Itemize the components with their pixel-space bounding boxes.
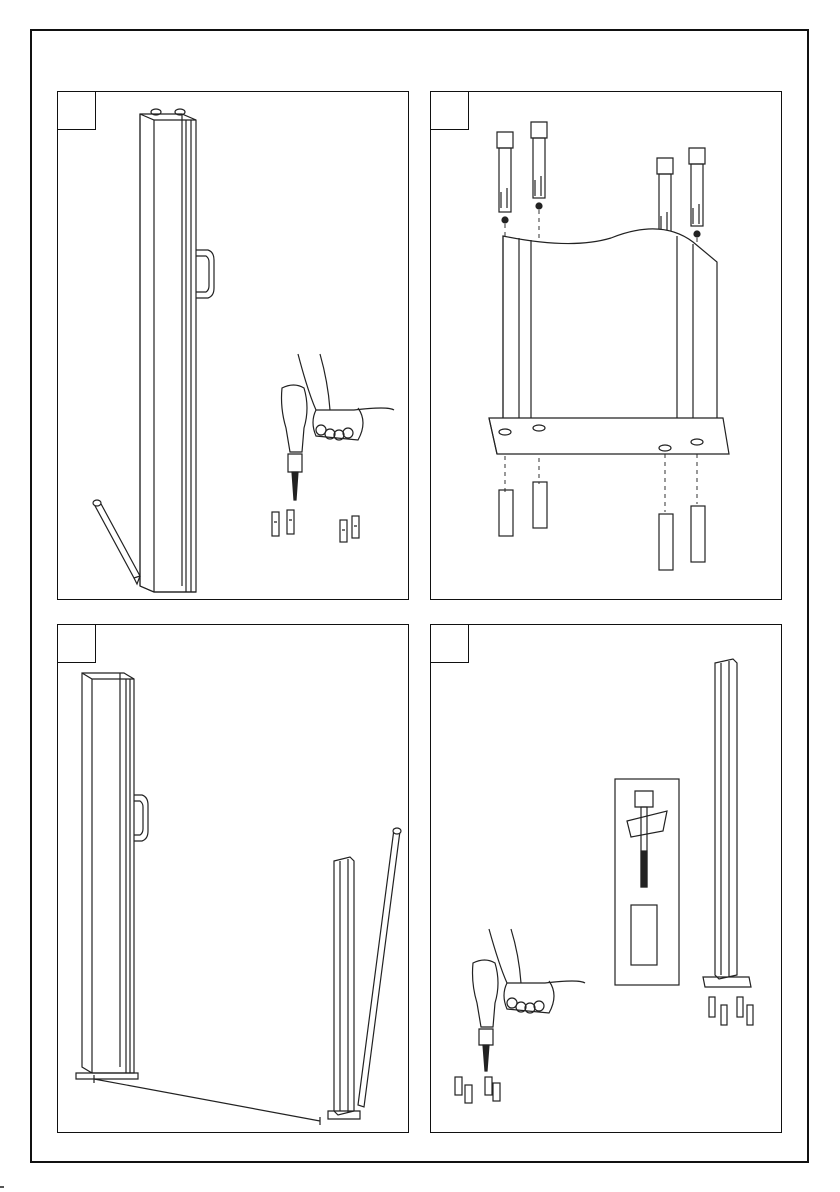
anchor-plugs-icon — [272, 510, 359, 542]
panel-4 — [430, 624, 782, 1133]
cassette-post — [140, 109, 196, 592]
drill-icon — [473, 960, 499, 1071]
hand-icon — [489, 929, 585, 1013]
panel-1 — [57, 91, 409, 600]
anchor-bolts-illustration — [431, 92, 783, 601]
end-post — [703, 659, 751, 987]
bolt-icon — [531, 122, 547, 209]
handle-icon — [134, 795, 148, 841]
corner-mark — [0, 1186, 4, 1188]
drill-post-illustration — [58, 92, 410, 601]
hand-icon — [298, 354, 394, 440]
end-post — [328, 857, 360, 1119]
cassette-post — [76, 673, 138, 1079]
base-plate — [489, 418, 729, 454]
anchor-plugs-icon — [709, 997, 753, 1025]
anchor-plugs-icon — [499, 482, 705, 570]
measurement-line — [94, 1075, 320, 1125]
detail-inset — [615, 779, 679, 985]
anchor-plugs-icon — [455, 1077, 500, 1103]
panel-3 — [57, 624, 409, 1133]
bolt-icon — [689, 148, 705, 237]
pencil-icon — [93, 500, 140, 584]
drill-icon — [282, 385, 308, 500]
panel-2 — [430, 91, 782, 600]
measure-illustration — [58, 625, 410, 1134]
post-section — [503, 229, 717, 428]
bolt-icon — [497, 132, 513, 223]
fix-end-post-illustration — [431, 625, 783, 1134]
handle-icon — [196, 250, 214, 298]
pencil-icon — [358, 828, 401, 1107]
